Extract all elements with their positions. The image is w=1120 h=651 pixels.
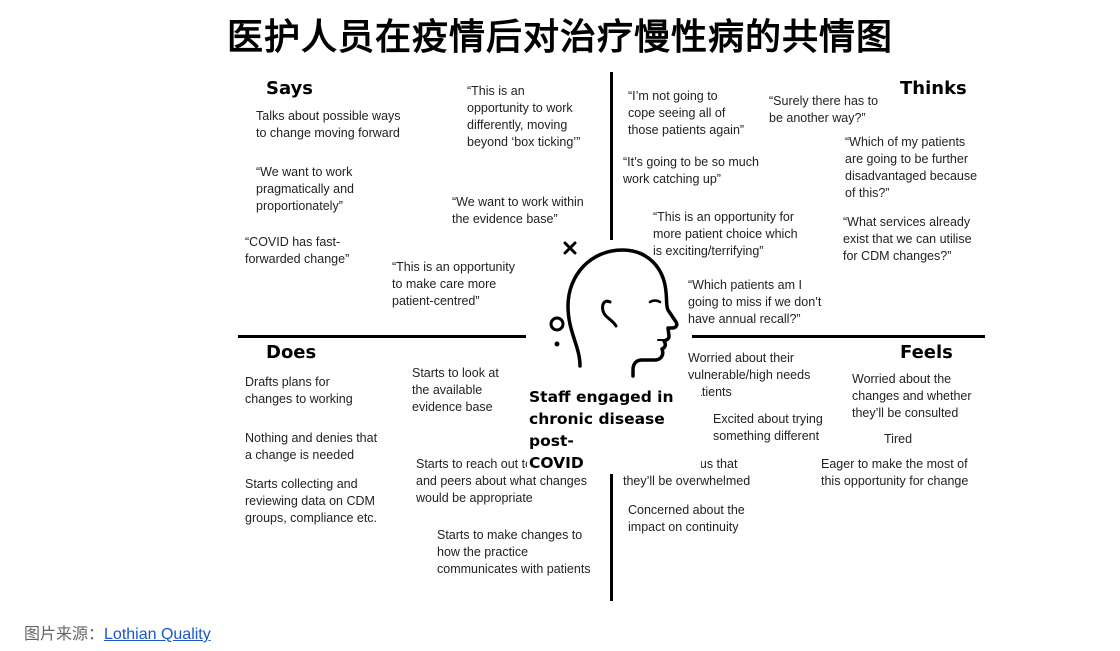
source-prefix: 图片来源： <box>24 626 104 643</box>
thinks-note: “I’m not going to cope seeing all of tho… <box>628 88 744 139</box>
does-note: Starts collecting and reviewing data on … <box>245 476 377 527</box>
says-note: “COVID has fast- forwarded change” <box>245 234 349 268</box>
feels-note: Worried about the changes and whether th… <box>852 371 972 422</box>
feels-note: Concerned about the impact on continuity <box>628 502 745 536</box>
does-note: Nothing and denies that a change is need… <box>245 430 377 464</box>
horizontal-divider-left <box>238 335 526 338</box>
thinks-label: Thinks <box>900 78 967 99</box>
thinks-note: “Surely there has to be another way?” <box>769 93 878 127</box>
says-note: “This is an opportunity to make care mor… <box>392 259 515 310</box>
horizontal-divider-right <box>692 335 985 338</box>
says-note: “We want to work within the evidence bas… <box>452 194 584 228</box>
does-note: Starts to look at the available evidence… <box>412 365 499 416</box>
vertical-divider-top <box>610 72 613 240</box>
page-title: 医护人员在疫情后对治疗慢性病的共情图 <box>0 8 1120 60</box>
feels-note: Excited about trying something different <box>713 411 823 445</box>
thinks-note: “What services already exist that we can… <box>843 214 972 265</box>
head-profile-icon <box>540 236 690 386</box>
does-label: Does <box>266 342 316 363</box>
center-label: Staff engaged in chronic disease post- C… <box>527 386 701 474</box>
source-link[interactable]: Lothian Quality <box>104 626 211 643</box>
does-note: Starts to make changes to how the practi… <box>437 527 591 578</box>
feels-note: Worried about their vulnerable/high need… <box>688 350 810 401</box>
says-note: Talks about possible ways to change movi… <box>256 108 401 142</box>
does-note: Drafts plans for changes to working <box>245 374 353 408</box>
feels-note: Eager to make the most of this opportuni… <box>821 456 968 490</box>
thinks-note: “Which patients am I going to miss if we… <box>688 277 821 328</box>
thinks-note: “It’s going to be so much work catching … <box>623 154 759 188</box>
thinks-note: “Which of my patients are going to be fu… <box>845 134 977 202</box>
feels-note: Tired <box>884 431 912 448</box>
says-label: Says <box>266 78 313 99</box>
image-source-caption: 图片来源：Lothian Quality <box>24 620 211 644</box>
feels-label: Feels <box>900 342 953 363</box>
says-note: “This is an opportunity to work differen… <box>467 83 580 151</box>
says-note: “We want to work pragmatically and propo… <box>256 164 354 215</box>
